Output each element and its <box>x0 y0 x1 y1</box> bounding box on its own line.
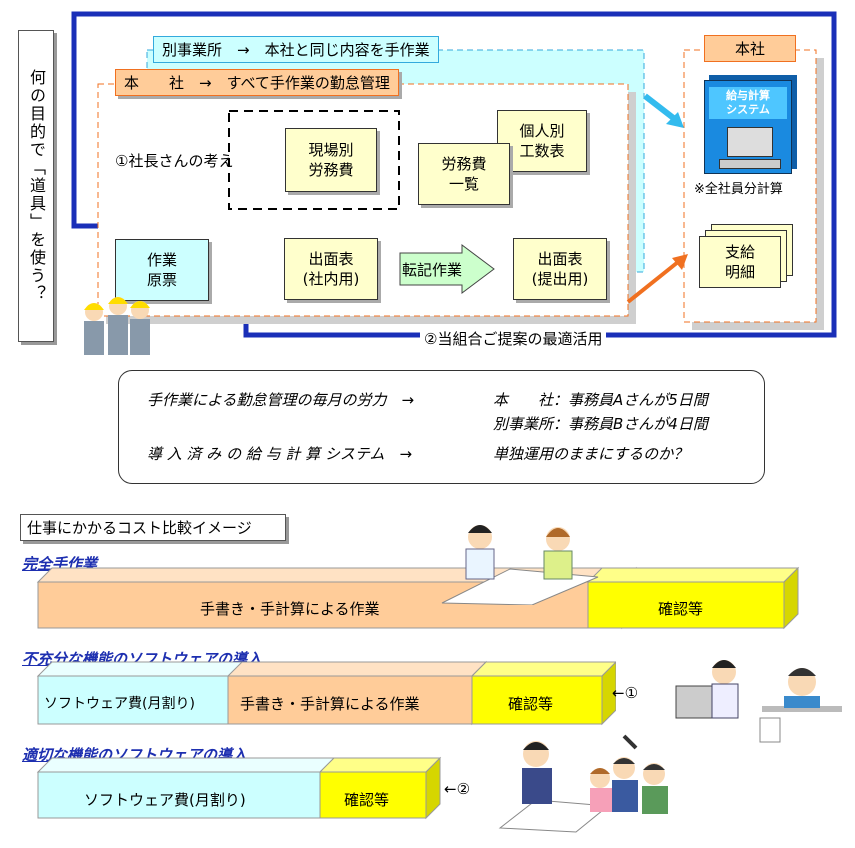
doc-shutsumen-internal: 出面表 (社内用) <box>284 238 378 300</box>
side-label-box: 何の目的で「道具」を使う？ <box>18 30 54 342</box>
transfer-label: 転記作業 <box>402 261 463 279</box>
orange-arrow-line <box>626 260 680 304</box>
summary-row1-left: 手作業による勤怠管理の毎月の労力 → <box>147 391 415 409</box>
honsha-label: 本社 <box>704 35 796 62</box>
office-workers-illustration <box>441 525 599 605</box>
section2-blocks <box>36 660 616 726</box>
happy-workers-illustration <box>498 734 668 833</box>
section1-manual-label: 手書き・手計算による作業 <box>200 600 380 618</box>
doc-kojin-kosu: 個人別 工数表 <box>497 110 587 172</box>
branch-tab-text: 別事業所 → 本社と同じ内容を手作業 <box>162 41 430 59</box>
section2-software-label: ソフトウェア費(月割り) <box>44 696 195 712</box>
cost-title-box: 仕事にかかるコスト比較イメージ <box>20 514 286 541</box>
hq-tab-text: 本 社 → すべて手作業の勤怠管理 <box>124 74 390 92</box>
payroll-system-label: 給与計算 システム <box>709 87 787 119</box>
section3-blocks <box>36 756 442 820</box>
summary-row2-right: 別事業所：事務員Bさんが4日間 <box>493 415 708 433</box>
doc-romuhi-ichiran: 労務費 一覧 <box>418 143 510 205</box>
payroll-system-box: 給与計算 システム <box>704 80 792 174</box>
payslip-doc: 支給 明細 <box>699 236 781 288</box>
side-label-text: 何の目的で「道具」を使う？ <box>27 69 46 303</box>
summary-row3-right: 単独運用のままにするのか？ <box>493 445 689 463</box>
section2-marker: ←① <box>612 684 639 702</box>
workers-illustration <box>84 297 150 355</box>
branch-tab: 別事業所 → 本社と同じ内容を手作業 <box>153 36 439 63</box>
section2-confirm-label: 確認等 <box>508 695 554 713</box>
president-thought: ①社長さんの考え <box>115 152 234 170</box>
section3-confirm-label: 確認等 <box>344 791 390 809</box>
monitor-icon <box>727 127 773 157</box>
summary-box: 手作業による勤怠管理の毎月の労力 → 本 社：事務員Aさんが5日間 別事業所：事… <box>118 370 765 484</box>
doc-sagyo-genpyo: 作業 原票 <box>115 239 209 301</box>
section3-software-label: ソフトウェア費(月割り) <box>84 791 246 809</box>
cost-title: 仕事にかかるコスト比較イメージ <box>27 519 252 537</box>
doc-genba-romuhi: 現場別 労務費 <box>285 128 377 192</box>
hq-tab: 本 社 → すべて手作業の勤怠管理 <box>115 69 399 96</box>
thought-box <box>228 110 400 210</box>
doc-shutsumen-submit: 出面表 (提出用) <box>513 238 607 300</box>
cyan-arrow-head <box>666 112 684 128</box>
proposal-label: ②当組合ご提案の最適活用 <box>420 328 607 349</box>
all-staff-note: ※全社員分計算 <box>694 182 783 197</box>
summary-row3-left: 導 入 済 み の 給 与 計 算 システム → <box>147 445 413 463</box>
transfer-arrow <box>399 244 495 294</box>
proposal-frame <box>71 11 837 338</box>
section1-confirm-label: 確認等 <box>658 600 704 618</box>
summary-row1-right: 本 社：事務員Aさんが5日間 <box>493 391 708 409</box>
cyan-arrow-line <box>643 93 678 123</box>
troubled-workers-illustration <box>675 660 842 743</box>
section3-marker: ←② <box>444 780 471 798</box>
orange-arrow-head <box>672 254 688 270</box>
keyboard-icon <box>719 159 781 169</box>
section2-manual-label: 手書き・手計算による作業 <box>240 695 420 713</box>
